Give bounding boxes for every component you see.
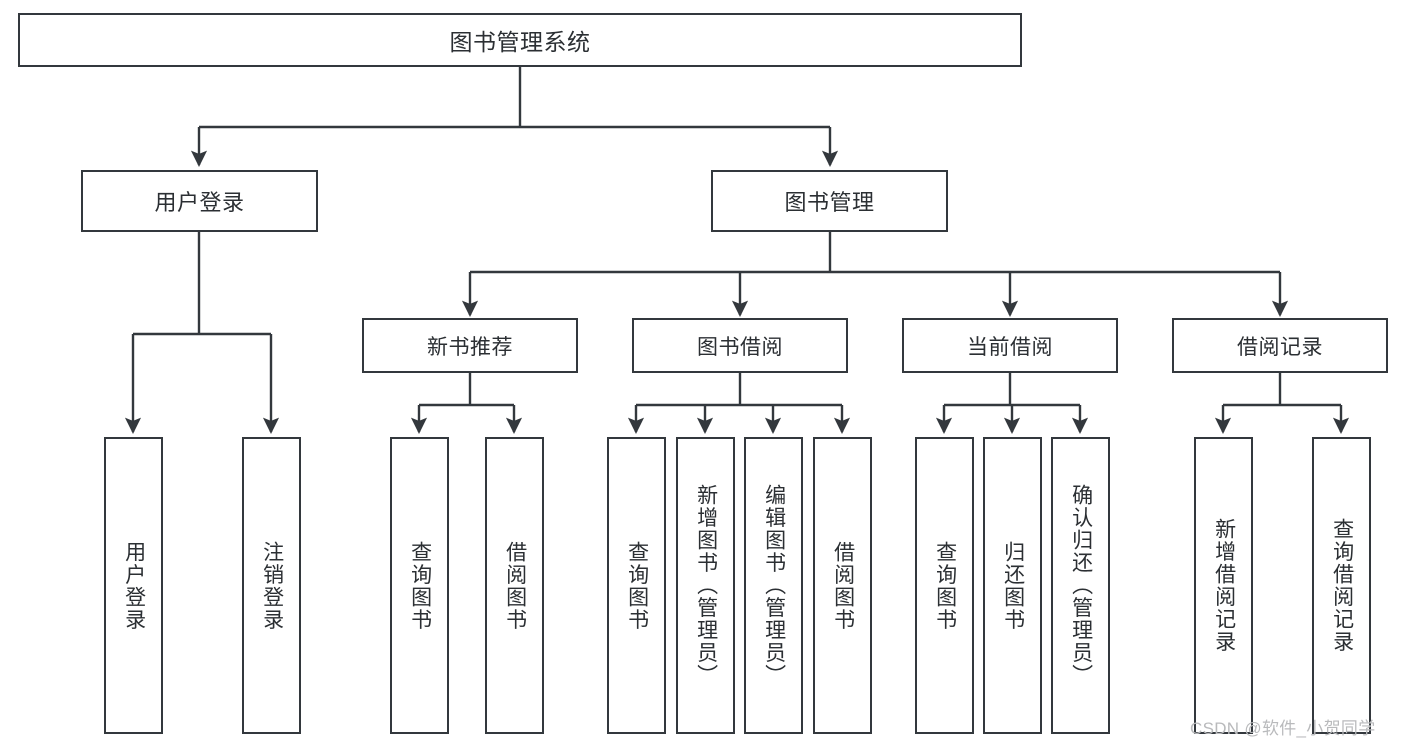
node-leaf-edit-book-label: 编辑图书（管理员） (762, 484, 786, 687)
node-leaf-query-record[interactable]: 查询借阅记录 (1312, 437, 1371, 734)
node-book-borrow-label: 图书借阅 (697, 335, 783, 359)
node-borrow-record-label: 借阅记录 (1237, 335, 1323, 359)
node-leaf-add-book-label: 新增图书（管理员） (694, 484, 718, 687)
node-leaf-confirm-return-label: 确认归还（管理员） (1069, 484, 1093, 687)
node-leaf-query-book-2-label: 查询图书 (625, 540, 649, 631)
node-leaf-add-book[interactable]: 新增图书（管理员） (676, 437, 735, 734)
node-root-label: 图书管理系统 (449, 29, 591, 55)
node-leaf-return-book[interactable]: 归还图书 (983, 437, 1042, 734)
node-borrow-record[interactable]: 借阅记录 (1172, 318, 1388, 373)
node-new-book-recommend[interactable]: 新书推荐 (362, 318, 578, 373)
node-user-login[interactable]: 用户登录 (81, 170, 318, 232)
node-leaf-query-book-3[interactable]: 查询图书 (915, 437, 974, 734)
node-leaf-logout-login-label: 注销登录 (260, 540, 284, 631)
node-user-login-label: 用户登录 (154, 190, 245, 215)
node-leaf-borrow-book-2-label: 借阅图书 (831, 540, 855, 631)
node-leaf-add-record[interactable]: 新增借阅记录 (1194, 437, 1253, 734)
node-leaf-query-book-2[interactable]: 查询图书 (607, 437, 666, 734)
node-leaf-user-login-label: 用户登录 (122, 540, 146, 631)
node-new-book-recommend-label: 新书推荐 (427, 335, 513, 359)
node-root[interactable]: 图书管理系统 (18, 13, 1022, 67)
node-leaf-return-book-label: 归还图书 (1001, 540, 1025, 631)
node-leaf-borrow-book-2[interactable]: 借阅图书 (813, 437, 872, 734)
node-current-borrow[interactable]: 当前借阅 (902, 318, 1118, 373)
node-book-management-label: 图书管理 (784, 190, 875, 215)
node-leaf-borrow-book-1-label: 借阅图书 (503, 540, 527, 631)
node-book-management[interactable]: 图书管理 (711, 170, 948, 232)
node-leaf-user-login[interactable]: 用户登录 (104, 437, 163, 734)
node-book-borrow[interactable]: 图书借阅 (632, 318, 848, 373)
node-leaf-confirm-return[interactable]: 确认归还（管理员） (1051, 437, 1110, 734)
csdn-watermark: CSDN @软件_小贺同学 (1190, 719, 1376, 738)
node-current-borrow-label: 当前借阅 (967, 335, 1053, 359)
node-leaf-borrow-book-1[interactable]: 借阅图书 (485, 437, 544, 734)
node-leaf-add-record-label: 新增借阅记录 (1212, 518, 1236, 653)
node-leaf-query-book-3-label: 查询图书 (933, 540, 957, 631)
node-leaf-query-record-label: 查询借阅记录 (1330, 518, 1354, 653)
node-leaf-logout-login[interactable]: 注销登录 (242, 437, 301, 734)
node-leaf-edit-book[interactable]: 编辑图书（管理员） (744, 437, 803, 734)
node-leaf-query-book-1-label: 查询图书 (408, 540, 432, 631)
node-leaf-query-book-1[interactable]: 查询图书 (390, 437, 449, 734)
